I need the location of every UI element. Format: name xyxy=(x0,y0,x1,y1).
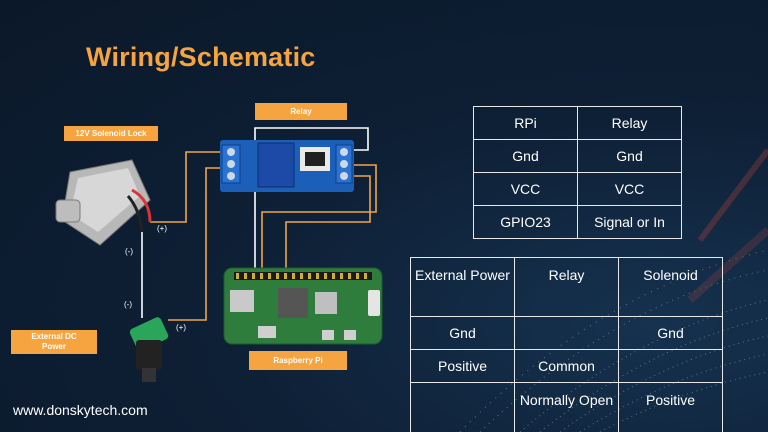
table-cell xyxy=(514,316,619,350)
table-cell: Normally Open xyxy=(514,382,619,432)
table-cell: Gnd xyxy=(618,316,723,350)
table-cell: VCC xyxy=(577,172,682,206)
table-cell: Gnd xyxy=(410,316,515,350)
table-cell: External Power xyxy=(410,257,515,317)
wire-relay-signal xyxy=(285,175,371,268)
wire-power-positive xyxy=(168,167,222,321)
table-cell: Relay xyxy=(514,257,619,317)
table-cell: Solenoid xyxy=(618,257,723,317)
table-cell: Common xyxy=(514,349,619,383)
table-cell: Positive xyxy=(618,382,723,432)
table-cell: Gnd xyxy=(577,139,682,173)
website-url: www.donskytech.com xyxy=(13,402,148,418)
power-minus-label: (-) xyxy=(124,300,132,309)
table-cell: Positive xyxy=(410,349,515,383)
raspberry-pi-label: Raspberry Pi xyxy=(249,351,347,370)
relay-label: Relay xyxy=(255,103,347,120)
raspberry-pi-board xyxy=(223,267,383,345)
dc-power-jack xyxy=(129,317,169,382)
table-cell: Relay xyxy=(577,106,682,140)
power-label: External DC Power xyxy=(11,330,97,354)
wire-relay-vcc xyxy=(261,164,377,268)
table-cell: Signal or In xyxy=(577,205,682,239)
wires xyxy=(141,127,377,321)
table-row: Gnd Gnd xyxy=(410,316,723,350)
relay-module xyxy=(220,140,354,192)
solenoid-plus-label: (+) xyxy=(157,224,167,233)
wire-solenoid-positive xyxy=(150,151,222,223)
table-cell xyxy=(410,382,515,432)
table-cell: GPIO23 xyxy=(473,205,578,239)
table-cell: RPi xyxy=(473,106,578,140)
table-cell xyxy=(618,349,723,383)
solenoid-lock xyxy=(55,159,152,246)
power-label-line2: Power xyxy=(41,342,66,351)
solenoid-label: 12V Solenoid Lock xyxy=(64,126,158,141)
table-cell: Gnd xyxy=(473,139,578,173)
power-label-line1: External DC xyxy=(31,332,77,341)
power-plus-label: (+) xyxy=(176,323,186,332)
solenoid-minus-label: (-) xyxy=(125,247,133,256)
table-cell: VCC xyxy=(473,172,578,206)
page-title: Wiring/Schematic xyxy=(86,42,316,72)
